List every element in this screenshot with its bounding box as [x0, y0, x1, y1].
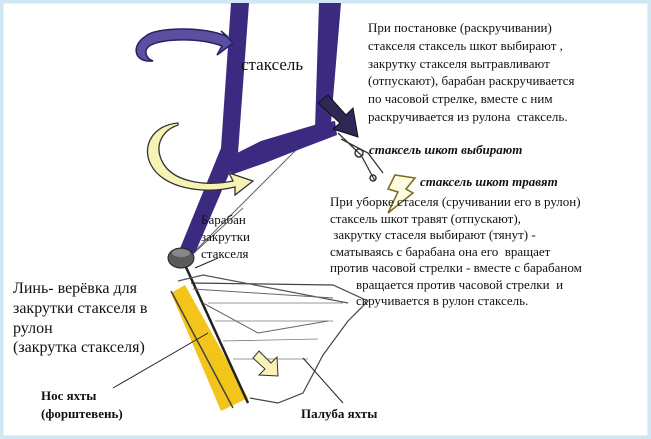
leader-line-drum [194, 257, 219, 269]
sail-band-left [179, 3, 249, 253]
bow-label: Нос яхты (форштевень) [41, 388, 123, 421]
deck-arrow-icon [252, 350, 279, 377]
forestay [183, 264, 250, 404]
rotate-clockwise-arrow-icon [135, 28, 235, 62]
furling-diagram [112, 3, 417, 411]
deck-label: Палуба яхты [301, 406, 378, 421]
sheet-block [337, 132, 384, 182]
leader-line-bow [112, 332, 209, 389]
rotate-counterclockwise-arrow-icon [146, 122, 255, 197]
stem-highlight [171, 285, 248, 411]
deck-outline [190, 282, 370, 404]
hoisting-note: При постановке (раскручивании) стакселя … [368, 20, 575, 124]
sheet-in-label: стаксель шкот выбирают [369, 142, 523, 157]
leader-line-deck [302, 357, 344, 404]
block-icon-2 [369, 174, 377, 182]
block-icon [354, 148, 364, 158]
furling-note: При уборке стаселя (сручивании его в рул… [330, 194, 582, 308]
deck-planks [208, 302, 343, 360]
sheet-out-arrow-icon [386, 174, 417, 214]
drum-label: Барабан закрутки стакселя [201, 212, 251, 262]
pulpit-rail [177, 274, 349, 304]
stem-rail [170, 290, 234, 409]
sheet-out-label: стаксель шкот травят [420, 174, 558, 189]
furling-line-label: Линь- верёвка для закрутки стакселя в ру… [13, 280, 148, 357]
staysail-label: стаксель [241, 55, 304, 74]
sheet-in-arrow-icon [317, 94, 359, 138]
sail-band-clew [227, 121, 337, 175]
rigging-lines [182, 142, 334, 334]
